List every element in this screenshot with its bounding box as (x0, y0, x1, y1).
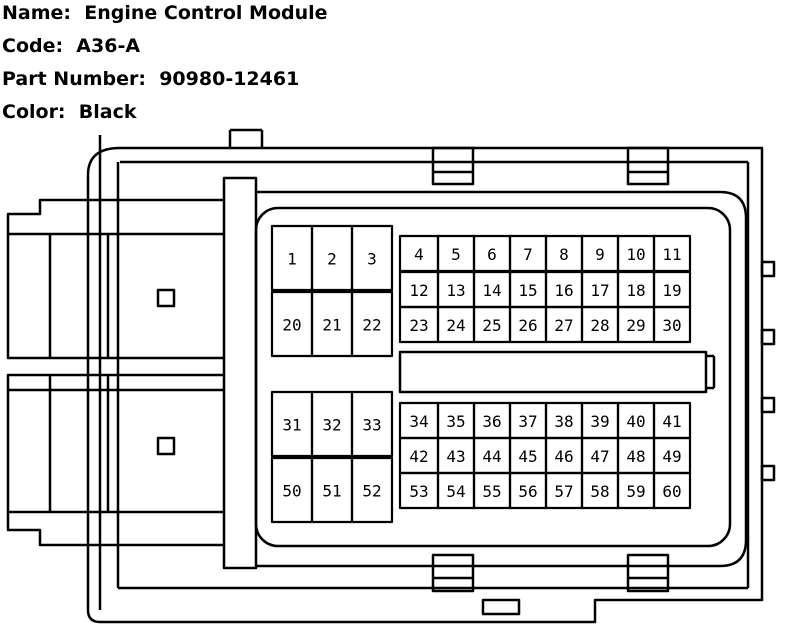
pin-label-29: 29 (626, 316, 645, 335)
pin-label-33: 33 (362, 416, 381, 435)
pin-label-10: 10 (626, 245, 645, 264)
pin-label-11: 11 (662, 245, 681, 264)
pin-label-32: 32 (322, 416, 341, 435)
lever-hole-upper (156, 288, 176, 308)
pin-label-45: 45 (518, 447, 537, 466)
pin-label-21: 21 (322, 316, 341, 335)
housing-outline (86, 130, 764, 624)
top-latch-tab-right (626, 146, 670, 186)
pin-label-50: 50 (282, 482, 301, 501)
bottom-latch-tab-right (626, 553, 670, 593)
lever-lower (6, 373, 224, 547)
connector-code: Code: A36-A (2, 35, 141, 57)
pin-label-56: 56 (518, 482, 537, 501)
pin-label-25: 25 (482, 316, 501, 335)
terminal-frame-inner (254, 206, 732, 548)
pin-label-48: 48 (626, 447, 645, 466)
pin-label-52: 52 (362, 482, 381, 501)
pin-label-12: 12 (409, 281, 428, 300)
terminal-frame-rail (222, 176, 258, 570)
pin-label-34: 34 (409, 412, 428, 431)
top-latch-tab-left (431, 146, 475, 186)
pin-label-41: 41 (662, 412, 681, 431)
pin-cavity-60 (652, 471, 692, 510)
pin-label-15: 15 (518, 281, 537, 300)
pin-label-58: 58 (590, 482, 609, 501)
pin-label-9: 9 (595, 245, 605, 264)
pin-label-17: 17 (590, 281, 609, 300)
pin-label-40: 40 (626, 412, 645, 431)
pin-label-8: 8 (559, 245, 569, 264)
pin-label-7: 7 (523, 245, 533, 264)
pin-label-55: 55 (482, 482, 501, 501)
pin-label-36: 36 (482, 412, 501, 431)
bottom-latch-tab-left (431, 553, 475, 593)
side-nub-3 (760, 396, 776, 414)
pin-label-28: 28 (590, 316, 609, 335)
pin-label-23: 23 (409, 316, 428, 335)
pin-label-54: 54 (446, 482, 465, 501)
pin-label-14: 14 (482, 281, 501, 300)
pin-label-20: 20 (282, 316, 301, 335)
lever-upper (6, 198, 224, 360)
pin-label-13: 13 (446, 281, 465, 300)
pin-label-1: 1 (287, 250, 297, 269)
pin-label-53: 53 (409, 482, 428, 501)
terminal-frame-outer (256, 190, 748, 568)
pin-cavity-22 (350, 290, 394, 358)
pin-label-31: 31 (282, 416, 301, 435)
pin-label-6: 6 (487, 245, 497, 264)
pin-label-59: 59 (626, 482, 645, 501)
pin-label-27: 27 (554, 316, 573, 335)
pin-label-43: 43 (446, 447, 465, 466)
pin-label-49: 49 (662, 447, 681, 466)
pin-label-26: 26 (518, 316, 537, 335)
pin-label-60: 60 (662, 482, 681, 501)
side-nub-1 (760, 260, 776, 278)
pin-label-37: 37 (518, 412, 537, 431)
pin-label-39: 39 (590, 412, 609, 431)
pin-label-3: 3 (367, 250, 377, 269)
pin-label-30: 30 (662, 316, 681, 335)
part-number: Part Number: 90980-12461 (2, 68, 300, 90)
pin-label-44: 44 (482, 447, 501, 466)
pin-label-22: 22 (362, 316, 381, 335)
pin-cavity-30 (652, 305, 692, 344)
pin-label-35: 35 (446, 412, 465, 431)
pin-label-38: 38 (554, 412, 573, 431)
pin-label-57: 57 (554, 482, 573, 501)
center-divider-bar (398, 350, 708, 394)
pin-cavity-52 (350, 456, 394, 524)
pin-label-47: 47 (590, 447, 609, 466)
bottom-key-notch (481, 598, 521, 616)
pin-label-42: 42 (409, 447, 428, 466)
lever-hole-lower (156, 436, 176, 456)
pin-label-19: 19 (662, 281, 681, 300)
connector-name: Name: Engine Control Module (2, 2, 328, 24)
pin-label-2: 2 (327, 250, 337, 269)
pin-label-16: 16 (554, 281, 573, 300)
pin-label-51: 51 (322, 482, 341, 501)
side-nub-2 (760, 328, 776, 346)
pin-label-5: 5 (451, 245, 461, 264)
pin-label-4: 4 (414, 245, 424, 264)
side-nub-4 (760, 464, 776, 482)
connector-color: Color: Black (2, 101, 137, 123)
pin-label-18: 18 (626, 281, 645, 300)
pin-label-46: 46 (554, 447, 573, 466)
pin-cavity-33 (350, 390, 394, 458)
pin-label-24: 24 (446, 316, 465, 335)
pin-cavity-3 (350, 224, 394, 292)
